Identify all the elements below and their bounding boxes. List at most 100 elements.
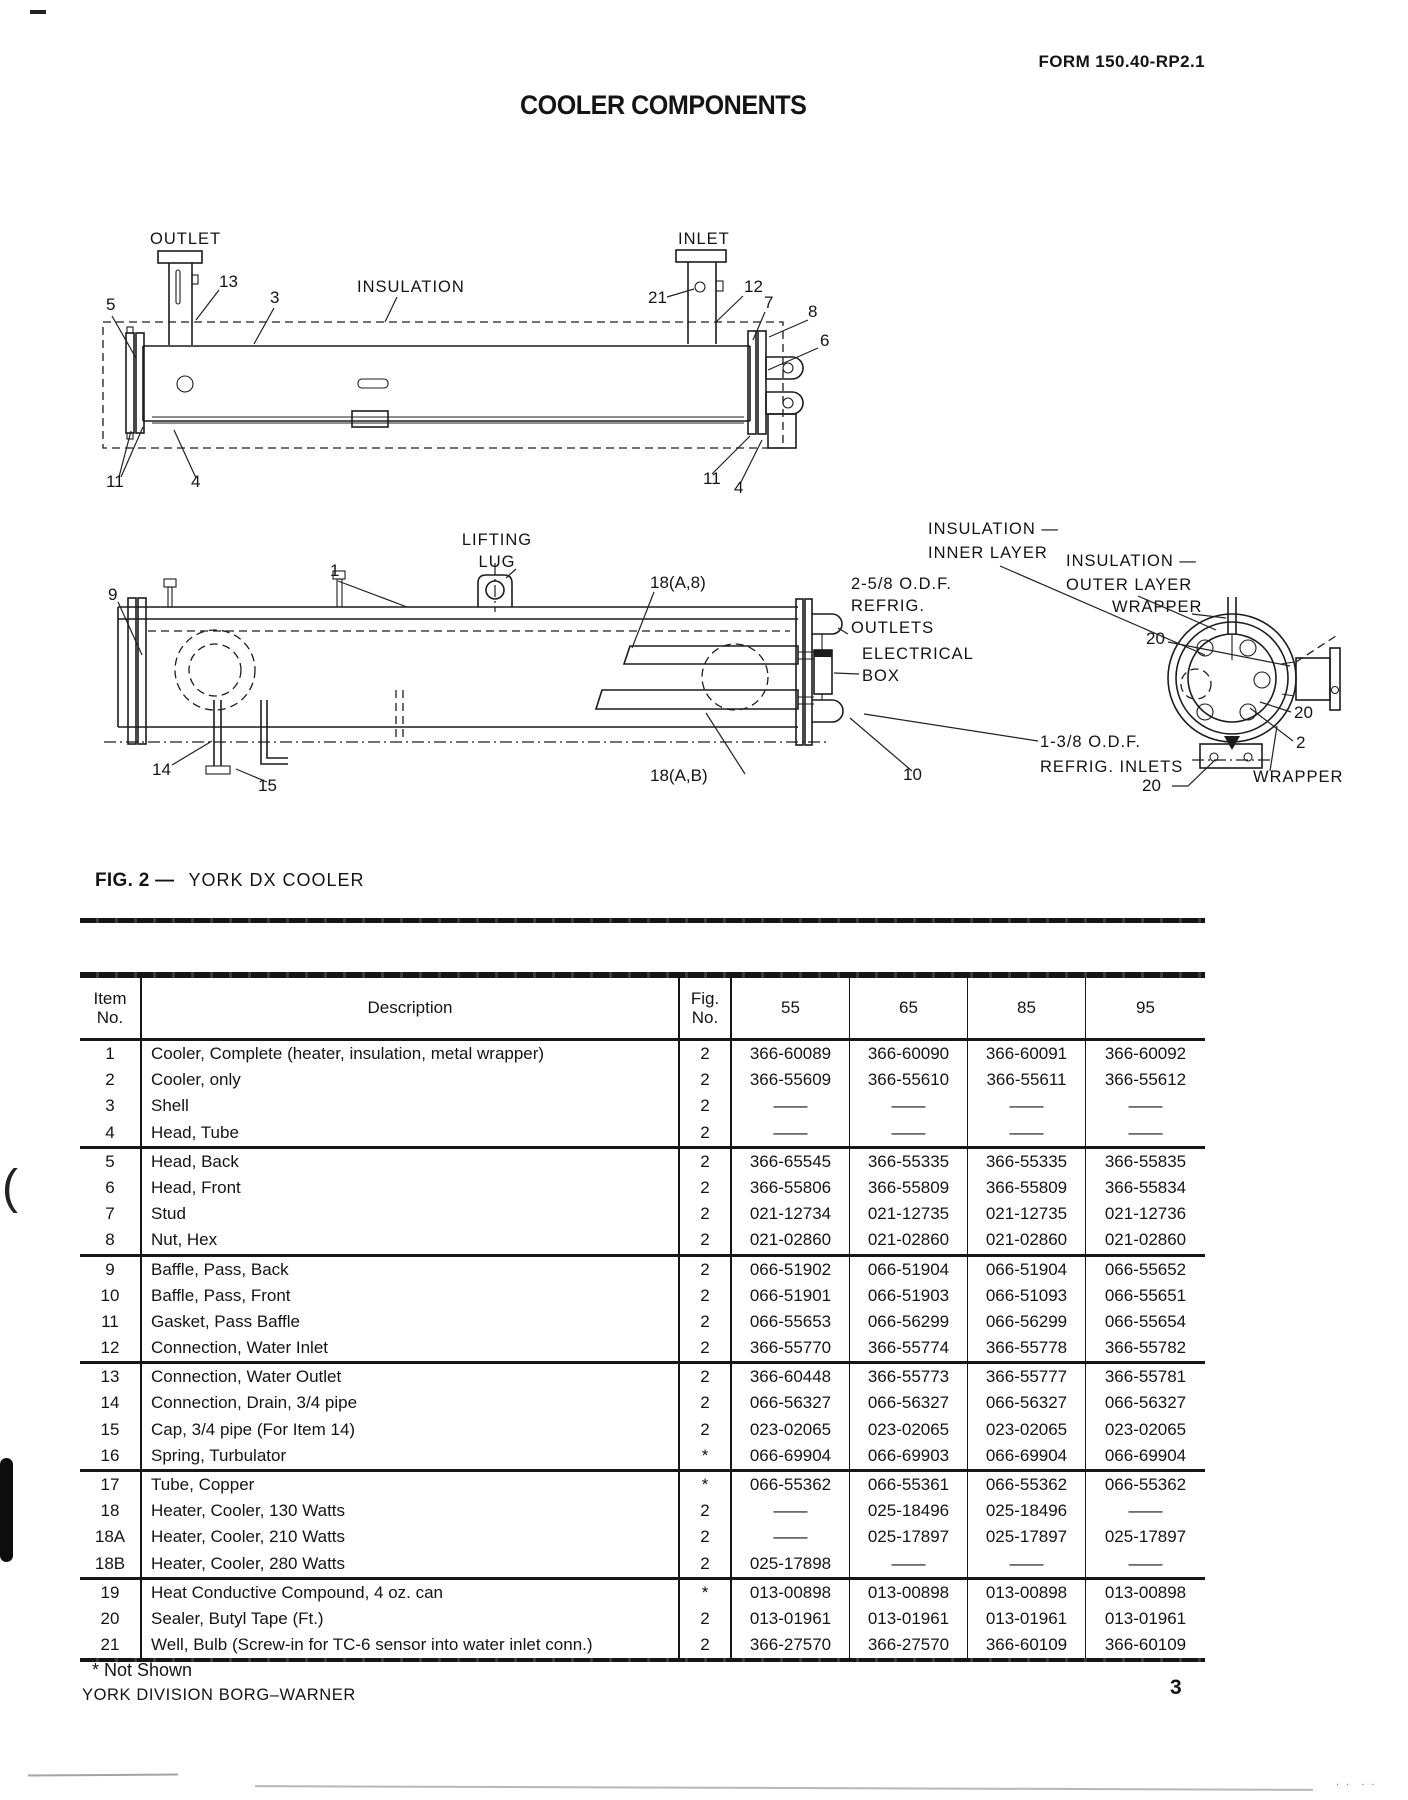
cell-description: Heater, Cooler, 210 Watts xyxy=(142,1524,680,1551)
cell-description: Cooler, only xyxy=(142,1067,680,1094)
cell-85: 366-55809 xyxy=(968,1174,1086,1202)
page-number: 3 xyxy=(1170,1676,1182,1699)
cell-95: 023-02065 xyxy=(1104,1419,1187,1439)
label-insulation-outer-2: OUTER LAYER xyxy=(1066,576,1192,594)
cell-85: —— xyxy=(968,1119,1086,1146)
callout-13: 13 xyxy=(219,272,238,291)
callout-4-right: 4 xyxy=(734,478,743,497)
cell-item: 16 xyxy=(80,1442,142,1469)
cell-item: 21 xyxy=(80,1632,142,1659)
cell-description: Tube, Copper xyxy=(142,1472,680,1499)
cell-55: 066-55362 xyxy=(732,1472,850,1499)
scan-artifact-paren: ( xyxy=(2,1161,18,1214)
cell-55: 013-00898 xyxy=(732,1579,850,1606)
label-insulation-outer-1: INSULATION — xyxy=(1066,552,1197,570)
cell-item: 10 xyxy=(80,1282,142,1309)
table-bottom-rule xyxy=(80,1658,1205,1663)
cell-55: 366-55806 xyxy=(732,1174,850,1202)
cell-95: —— xyxy=(1128,1553,1163,1573)
cell-fig: * xyxy=(680,1579,732,1606)
cell-85: 066-55362 xyxy=(968,1472,1086,1499)
cell-55: —— xyxy=(732,1119,850,1146)
footer-division: YORK DIVISION BORG–WARNER xyxy=(82,1686,356,1704)
cell-55: 366-55770 xyxy=(732,1335,850,1362)
figure-caption-title: YORK DX COOLER xyxy=(188,870,365,890)
label-refrig-inlets-1: 1-3/8 O.D.F. xyxy=(1040,733,1141,751)
cell-65: 366-60090 xyxy=(850,1041,968,1068)
label-inlet: INLET xyxy=(678,230,730,248)
callout-2: 2 xyxy=(1296,733,1305,752)
cell-fig: 2 xyxy=(680,1335,732,1362)
callout-15: 15 xyxy=(258,776,277,795)
cell-fig: 2 xyxy=(680,1282,732,1309)
cell-55: 066-51902 xyxy=(732,1256,850,1283)
cell-65: 366-27570 xyxy=(850,1632,968,1659)
cell-85: 366-60109 xyxy=(968,1632,1086,1659)
cell-55: —— xyxy=(732,1498,850,1525)
scan-artifact-line-bottom xyxy=(255,1785,1313,1791)
cell-item: 15 xyxy=(80,1416,142,1443)
callout-3: 3 xyxy=(270,288,279,307)
cell-description: Cap, 3/4 pipe (For Item 14) xyxy=(142,1416,680,1443)
cell-item: 18A xyxy=(80,1524,142,1551)
cell-item: 9 xyxy=(80,1256,142,1283)
cell-95: 066-55654 xyxy=(1104,1311,1187,1331)
cell-55: 066-56327 xyxy=(732,1390,850,1417)
cell-85: 013-01961 xyxy=(968,1605,1086,1633)
header-model-55: 55 xyxy=(732,978,850,1038)
cell-85: 066-69904 xyxy=(968,1442,1086,1469)
cell-description: Heater, Cooler, 130 Watts xyxy=(142,1498,680,1525)
cell-item: 8 xyxy=(80,1227,142,1254)
cell-85: 366-60091 xyxy=(968,1041,1086,1068)
cell-65: 066-69903 xyxy=(850,1442,968,1469)
callout-4-left: 4 xyxy=(191,472,200,491)
cell-65: —— xyxy=(850,1119,968,1146)
cell-85: 066-56327 xyxy=(968,1390,1086,1417)
cell-55: 366-55609 xyxy=(732,1067,850,1094)
figure-caption: FIG. 2 —YORK DX COOLER xyxy=(95,870,365,892)
cell-description: Sealer, Butyl Tape (Ft.) xyxy=(142,1605,680,1633)
label-refrig-outlets-2: REFRIG. xyxy=(851,597,925,615)
cell-description: Baffle, Pass, Front xyxy=(142,1282,680,1309)
cell-fig: 2 xyxy=(680,1416,732,1443)
cell-item: 18 xyxy=(80,1498,142,1525)
callout-1: 1 xyxy=(330,561,339,580)
scan-artifact-bar xyxy=(0,1458,13,1562)
cell-description: Connection, Drain, 3/4 pipe xyxy=(142,1390,680,1417)
cell-65: 366-55335 xyxy=(850,1148,968,1175)
parts-table: Item No. Description Fig. No. 55 65 85 9… xyxy=(80,972,1205,1663)
cell-55: 021-12734 xyxy=(732,1201,850,1228)
callout-5: 5 xyxy=(106,295,115,314)
header-item-no: Item No. xyxy=(80,978,142,1038)
cell-95: 021-12736 xyxy=(1104,1204,1187,1224)
cell-item: 2 xyxy=(80,1067,142,1094)
cell-95: 066-56327 xyxy=(1104,1393,1187,1413)
cell-55: —— xyxy=(732,1093,850,1120)
cell-65: 025-18496 xyxy=(850,1498,968,1525)
cell-description: Heat Conductive Compound, 4 oz. can xyxy=(142,1579,680,1606)
cell-item: 5 xyxy=(80,1148,142,1175)
callout-8: 8 xyxy=(808,302,817,321)
cell-item: 6 xyxy=(80,1174,142,1202)
callout-12: 12 xyxy=(744,277,763,296)
cell-95: 066-69904 xyxy=(1104,1445,1187,1465)
cell-55: 066-55653 xyxy=(732,1308,850,1336)
cell-55: 013-01961 xyxy=(732,1605,850,1633)
middle-side-view: LIFTING LUG 9 1 18(A,8) 2-5/8 O.D.F. REF… xyxy=(104,531,1182,795)
cell-fig: * xyxy=(680,1442,732,1469)
cell-description: Connection, Water Outlet xyxy=(142,1364,680,1391)
cell-55: 366-60089 xyxy=(732,1041,850,1068)
callout-6: 6 xyxy=(820,331,829,350)
cell-65: 021-02860 xyxy=(850,1227,968,1254)
cell-95: 366-55834 xyxy=(1104,1177,1187,1197)
